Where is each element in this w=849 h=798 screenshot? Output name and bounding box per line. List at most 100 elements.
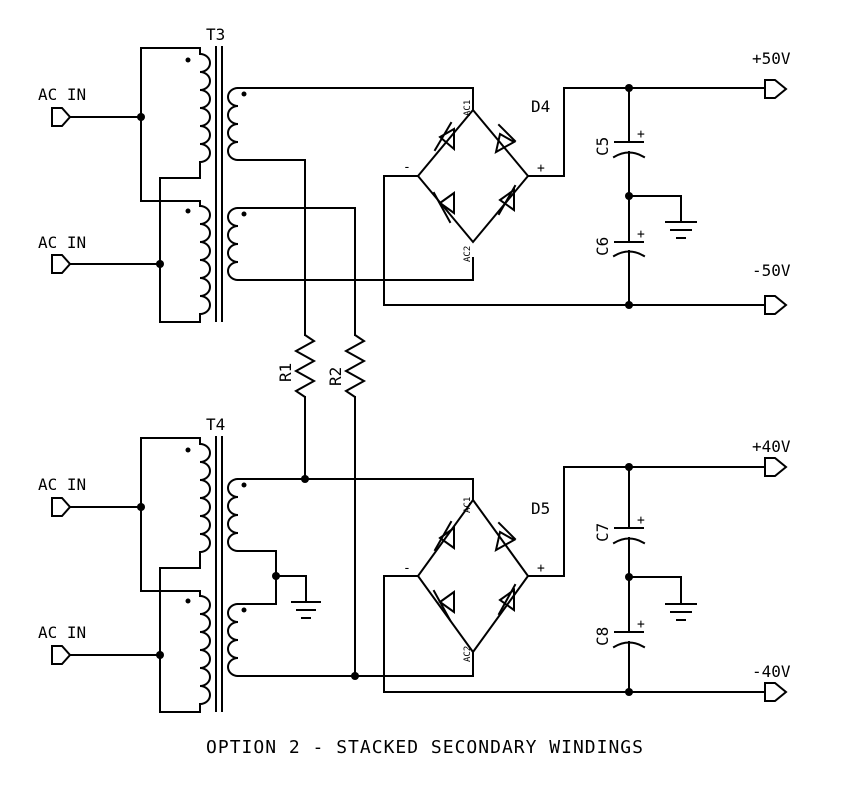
wire — [383, 175, 766, 306]
d4-ac1-label: AC1 — [463, 100, 473, 116]
t3-primary-coil — [199, 53, 211, 166]
wire — [237, 478, 474, 501]
t4-primary-coil — [199, 443, 211, 556]
phase-dot — [241, 607, 247, 613]
t4-secondary-coil — [227, 603, 239, 677]
phase-dot — [185, 208, 191, 214]
diagram-caption: OPTION 2 - STACKED SECONDARY WINDINGS — [206, 737, 644, 758]
ground-icon — [291, 601, 321, 619]
c8-plus-label: + — [637, 617, 645, 632]
output-p50-label: +50V — [752, 49, 791, 68]
junction-dot — [351, 672, 359, 680]
junction-dot — [625, 463, 633, 471]
output-m50-label: -50V — [752, 261, 791, 280]
wire — [628, 195, 682, 223]
ac-in-label: AC IN — [38, 623, 86, 642]
output-port — [764, 682, 788, 702]
phase-dot — [241, 211, 247, 217]
d4-ac2-label: AC2 — [463, 246, 473, 262]
ac-in-port — [51, 254, 72, 274]
phase-dot — [185, 598, 191, 604]
d5-minus-label: - — [403, 561, 411, 576]
ac-in-port — [51, 497, 72, 517]
wire — [159, 263, 201, 323]
d5-plus-label: + — [537, 561, 545, 576]
phase-dot — [185, 57, 191, 63]
d4-diode — [494, 123, 517, 154]
wire — [237, 257, 474, 281]
junction-dot — [625, 301, 633, 309]
r1-label: R1 — [276, 363, 295, 382]
t3-secondary-coil — [227, 207, 239, 281]
wire — [237, 87, 474, 111]
c8-label: C8 — [593, 627, 612, 646]
c6-label: C6 — [593, 237, 612, 256]
ac-in-port — [51, 645, 72, 665]
wire — [140, 437, 201, 445]
ac-in-label: AC IN — [38, 85, 86, 104]
d5-ac2-label: AC2 — [463, 646, 473, 662]
d4-label: D4 — [531, 97, 550, 116]
ground-icon — [665, 221, 697, 239]
ac-in-port — [51, 107, 72, 127]
wire — [159, 555, 201, 592]
wire — [159, 654, 201, 713]
phase-dot — [185, 447, 191, 453]
ac-in-label: AC IN — [38, 233, 86, 252]
d5-diode — [494, 521, 517, 552]
d5-diode — [432, 589, 455, 622]
d5-ac1-label: AC1 — [463, 497, 473, 513]
junction-dot — [301, 475, 309, 483]
c7-label: C7 — [593, 523, 612, 542]
junction-dot — [156, 651, 164, 659]
t3-label: T3 — [206, 25, 225, 44]
c5-plus-label: + — [637, 127, 645, 142]
wire — [416, 108, 530, 244]
phase-dot — [241, 482, 247, 488]
t3-primary-coil — [199, 205, 211, 316]
phase-dot — [241, 91, 247, 97]
c6-plus-label: + — [637, 227, 645, 242]
d4-plus-label: + — [537, 161, 545, 176]
junction-dot — [625, 84, 633, 92]
wire — [237, 550, 277, 605]
junction-dot — [625, 688, 633, 696]
r2-label: R2 — [326, 367, 345, 386]
wire — [140, 437, 201, 592]
top-supply: AC IN AC IN T3 — [38, 25, 791, 336]
ac-in-label: AC IN — [38, 475, 86, 494]
output-m40-label: -40V — [752, 662, 791, 681]
t4-primary-coil — [199, 595, 211, 706]
output-port — [764, 295, 788, 315]
c5-label: C5 — [593, 137, 612, 156]
wire — [383, 575, 766, 693]
wire — [628, 576, 682, 605]
junction-dot — [137, 503, 145, 511]
c7-plus-label: + — [637, 513, 645, 528]
wire — [159, 165, 201, 202]
d5-diode — [433, 520, 455, 552]
output-port — [764, 79, 788, 99]
t4-label: T4 — [206, 415, 225, 434]
junction-dot — [272, 572, 280, 580]
wire — [140, 47, 201, 202]
d4-minus-label: - — [403, 160, 411, 175]
d4-diode — [433, 121, 455, 152]
wire — [527, 87, 766, 177]
output-p40-label: +40V — [752, 437, 791, 456]
wire — [140, 47, 201, 55]
wire — [237, 651, 474, 677]
r1-resistor — [293, 334, 317, 398]
output-port — [764, 457, 788, 477]
d4-diode — [497, 184, 517, 216]
bottom-supply: AC IN AC IN T4 — [38, 415, 791, 713]
wire — [237, 207, 356, 336]
wire — [416, 498, 530, 654]
balancing-resistors: R1 R2 — [276, 334, 367, 677]
wire — [237, 159, 306, 336]
d5-label: D5 — [531, 499, 550, 518]
t3-secondary-coil — [227, 87, 239, 161]
r2-resistor — [343, 334, 367, 398]
ground-icon — [665, 603, 697, 621]
